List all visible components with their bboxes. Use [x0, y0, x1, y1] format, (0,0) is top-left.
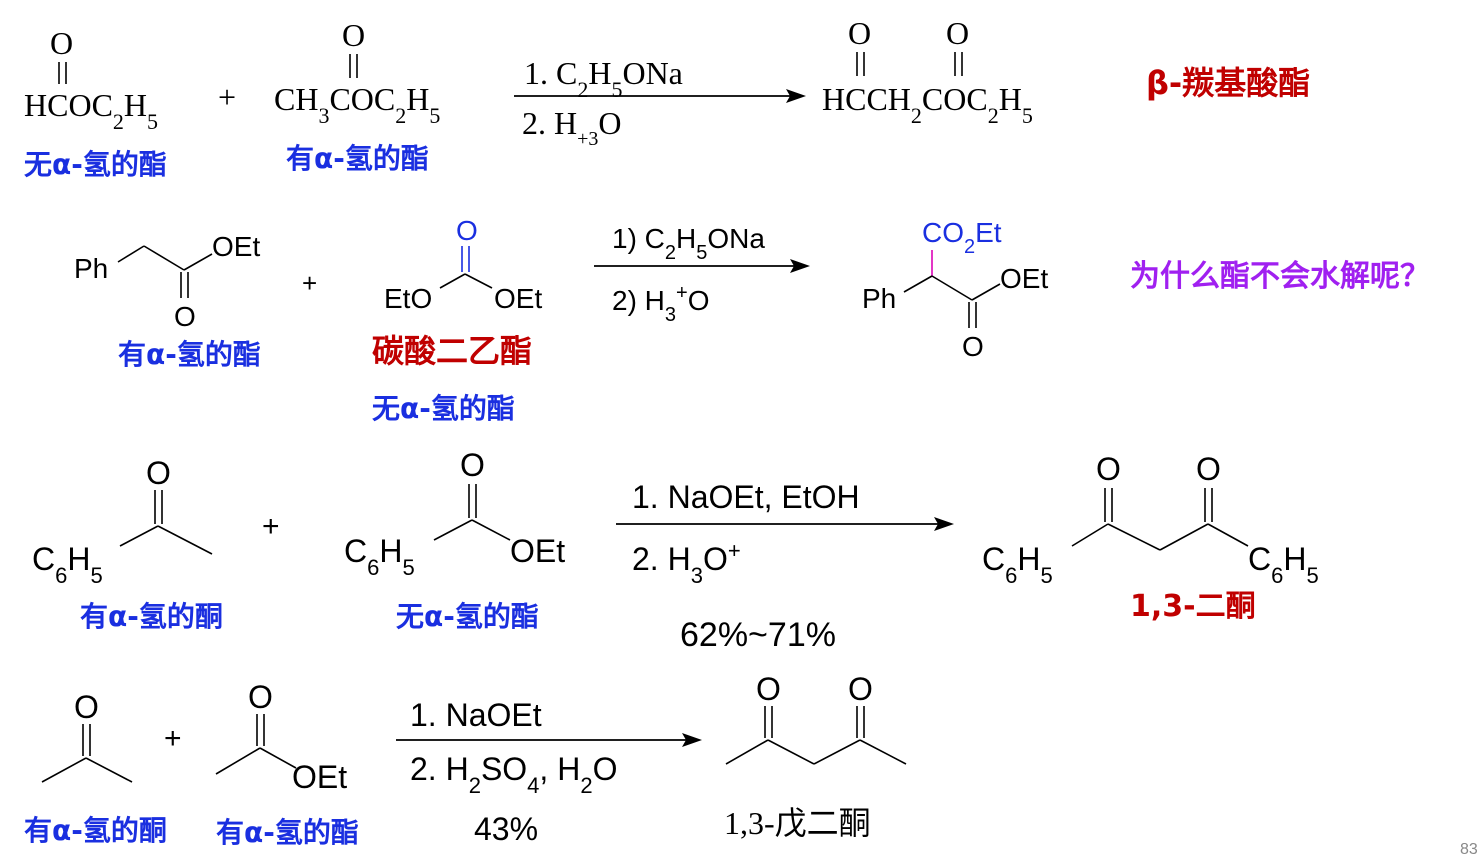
- r4-reactant2-bond-right: [259, 747, 297, 769]
- r4-reactant2-bond-left: [215, 747, 261, 775]
- r4-product-bond-2: [767, 739, 815, 765]
- r1-label-reactant1: 无α-氢的酯: [24, 148, 167, 181]
- r2-reactant1-bond-b: [143, 245, 185, 271]
- r2-reactant1-bond-a: [117, 245, 145, 263]
- r3-product-bond-4: [1207, 523, 1249, 547]
- r4-reactant2-o: O: [248, 679, 273, 715]
- r2-product-o: O: [962, 331, 984, 362]
- r1-product-formula: HCCH2COC2H5: [822, 81, 1033, 128]
- r4-reactant1-bond-left: [41, 757, 87, 783]
- r1-reactant2-oxygen: O: [342, 17, 365, 53]
- r3-reactant1-bond-right: [157, 525, 213, 555]
- r2-product-oet: OEt: [1000, 263, 1048, 294]
- r3-product-o1: O: [1096, 451, 1121, 487]
- r1-condition-2: 2. H+3O: [522, 105, 622, 150]
- reaction-2: Ph OEt O 有α-氢的酯 + O EtO OEt 碳酸二乙酯 无α-氢的酯…: [74, 215, 1430, 425]
- r4-label-reactant2: 有α-氢的酯: [216, 816, 359, 849]
- r2-product-ph: Ph: [862, 283, 896, 314]
- r2-reactant1-o: O: [174, 301, 196, 332]
- r4-product-bond-4: [859, 739, 907, 765]
- r1-product-oxygen-1: O: [848, 15, 871, 51]
- r4-plus: +: [164, 722, 182, 755]
- page-number: 83: [1460, 841, 1478, 858]
- r1-condition-1: 1. C2H5ONa: [524, 55, 683, 102]
- r3-yield: 62%~71%: [680, 616, 836, 654]
- r2-condition-2: 2) H3+O: [612, 282, 710, 326]
- r3-reactant2-c6h5: C6H5: [344, 533, 415, 580]
- r4-product-bond-1: [725, 739, 769, 765]
- r2-condition-1: 1) C2H5ONa: [612, 223, 765, 264]
- reaction-1: O HCOC2H5 无α-氢的酯 + O CH3COC2H5 有α-氢的酯 1.…: [24, 15, 1310, 181]
- r2-reactant1-ph: Ph: [74, 253, 108, 284]
- r3-label-reactant2: 无α-氢的酯: [396, 600, 539, 633]
- r2-reactant2-bond-right: [464, 273, 493, 289]
- r2-product-bond-c: [971, 283, 1001, 301]
- r3-arrow-head: [934, 517, 954, 531]
- r3-reactant2-bond-left: [433, 519, 473, 541]
- r4-product-o2: O: [848, 671, 873, 707]
- r2-product-co2et: CO2Et: [922, 217, 1002, 258]
- r3-plus: +: [262, 510, 280, 543]
- r4-arrow-head: [682, 733, 702, 747]
- r2-reactant2-o: O: [456, 215, 478, 246]
- r2-reactant2-bond-left: [439, 273, 466, 289]
- r4-label-reactant1: 有α-氢的酮: [24, 814, 167, 847]
- r1-reactant2-formula: CH3COC2H5: [274, 81, 440, 128]
- r1-plus: +: [218, 79, 236, 115]
- r2-product-bond-a: [903, 275, 933, 293]
- r3-reactant2-oet: OEt: [510, 533, 565, 569]
- r2-question: 为什么酯不会水解呢？: [1130, 259, 1430, 294]
- r3-label-reactant1: 有α-氢的酮: [80, 600, 223, 633]
- r2-reactant1-oet: OEt: [212, 231, 260, 262]
- r4-reactant2-oet: OEt: [292, 759, 347, 795]
- r4-yield: 43%: [474, 811, 538, 847]
- r3-reactant1-c6h5: C6H5: [32, 541, 103, 588]
- r4-condition-1: 1. NaOEt: [410, 697, 542, 733]
- r3-condition-1: 1. NaOEt, EtOH: [632, 479, 860, 515]
- r3-reactant1-o: O: [146, 455, 171, 491]
- r3-product-c6h5-left: C6H5: [982, 541, 1053, 588]
- r4-product-bond-3: [813, 739, 861, 765]
- r2-plus: +: [302, 268, 317, 298]
- r3-condition-2: 2. H3O+: [632, 538, 741, 588]
- r3-reactant2-bond-right: [471, 519, 511, 541]
- r4-product-name: 1,3-戊二酮: [724, 805, 871, 841]
- r2-reactant2-oet: OEt: [494, 283, 542, 314]
- r2-label-reactant2-name: 碳酸二乙酯: [372, 332, 532, 370]
- r1-product-oxygen-2: O: [946, 15, 969, 51]
- r4-condition-2: 2. H2SO4, H2O: [410, 751, 617, 798]
- r1-reactant1-formula: HCOC2H5: [24, 87, 158, 134]
- r3-product-c6h5-right: C6H5: [1248, 541, 1319, 588]
- r3-product-bond-1: [1071, 523, 1109, 547]
- r3-product-bond-3: [1159, 523, 1209, 551]
- r4-reactant1-o: O: [74, 689, 99, 725]
- reaction-4: O 有α-氢的酮 + O OEt 有α-氢的酯 1. NaOEt 2. H2SO…: [24, 671, 907, 849]
- r4-reactant1-bond-right: [85, 757, 133, 783]
- r2-reactant1-bond-c: [183, 253, 213, 271]
- r2-arrow-head: [790, 259, 810, 273]
- r2-label-reactant2: 无α-氢的酯: [372, 392, 515, 425]
- r3-reactant2-o: O: [460, 447, 485, 483]
- r3-product-bond-2: [1107, 523, 1161, 551]
- r4-product-o1: O: [756, 671, 781, 707]
- r1-product-class: β-羰基酸酯: [1146, 64, 1310, 102]
- r1-label-reactant2: 有α-氢的酯: [286, 142, 429, 175]
- r1-reactant1-oxygen: O: [50, 25, 73, 61]
- r2-label-reactant1: 有α-氢的酯: [118, 338, 261, 371]
- reaction-3: O C6H5 有α-氢的酮 + O C6H5 OEt 无α-氢的酯 1. NaO…: [32, 447, 1319, 654]
- r2-reactant2-eto: EtO: [384, 283, 432, 314]
- r1-arrow-head: [786, 89, 806, 103]
- r3-product-class: 1,3-二酮: [1130, 589, 1256, 624]
- r3-reactant1-bond-left: [119, 525, 159, 547]
- r2-product-bond-b: [931, 275, 973, 301]
- r3-product-o2: O: [1196, 451, 1221, 487]
